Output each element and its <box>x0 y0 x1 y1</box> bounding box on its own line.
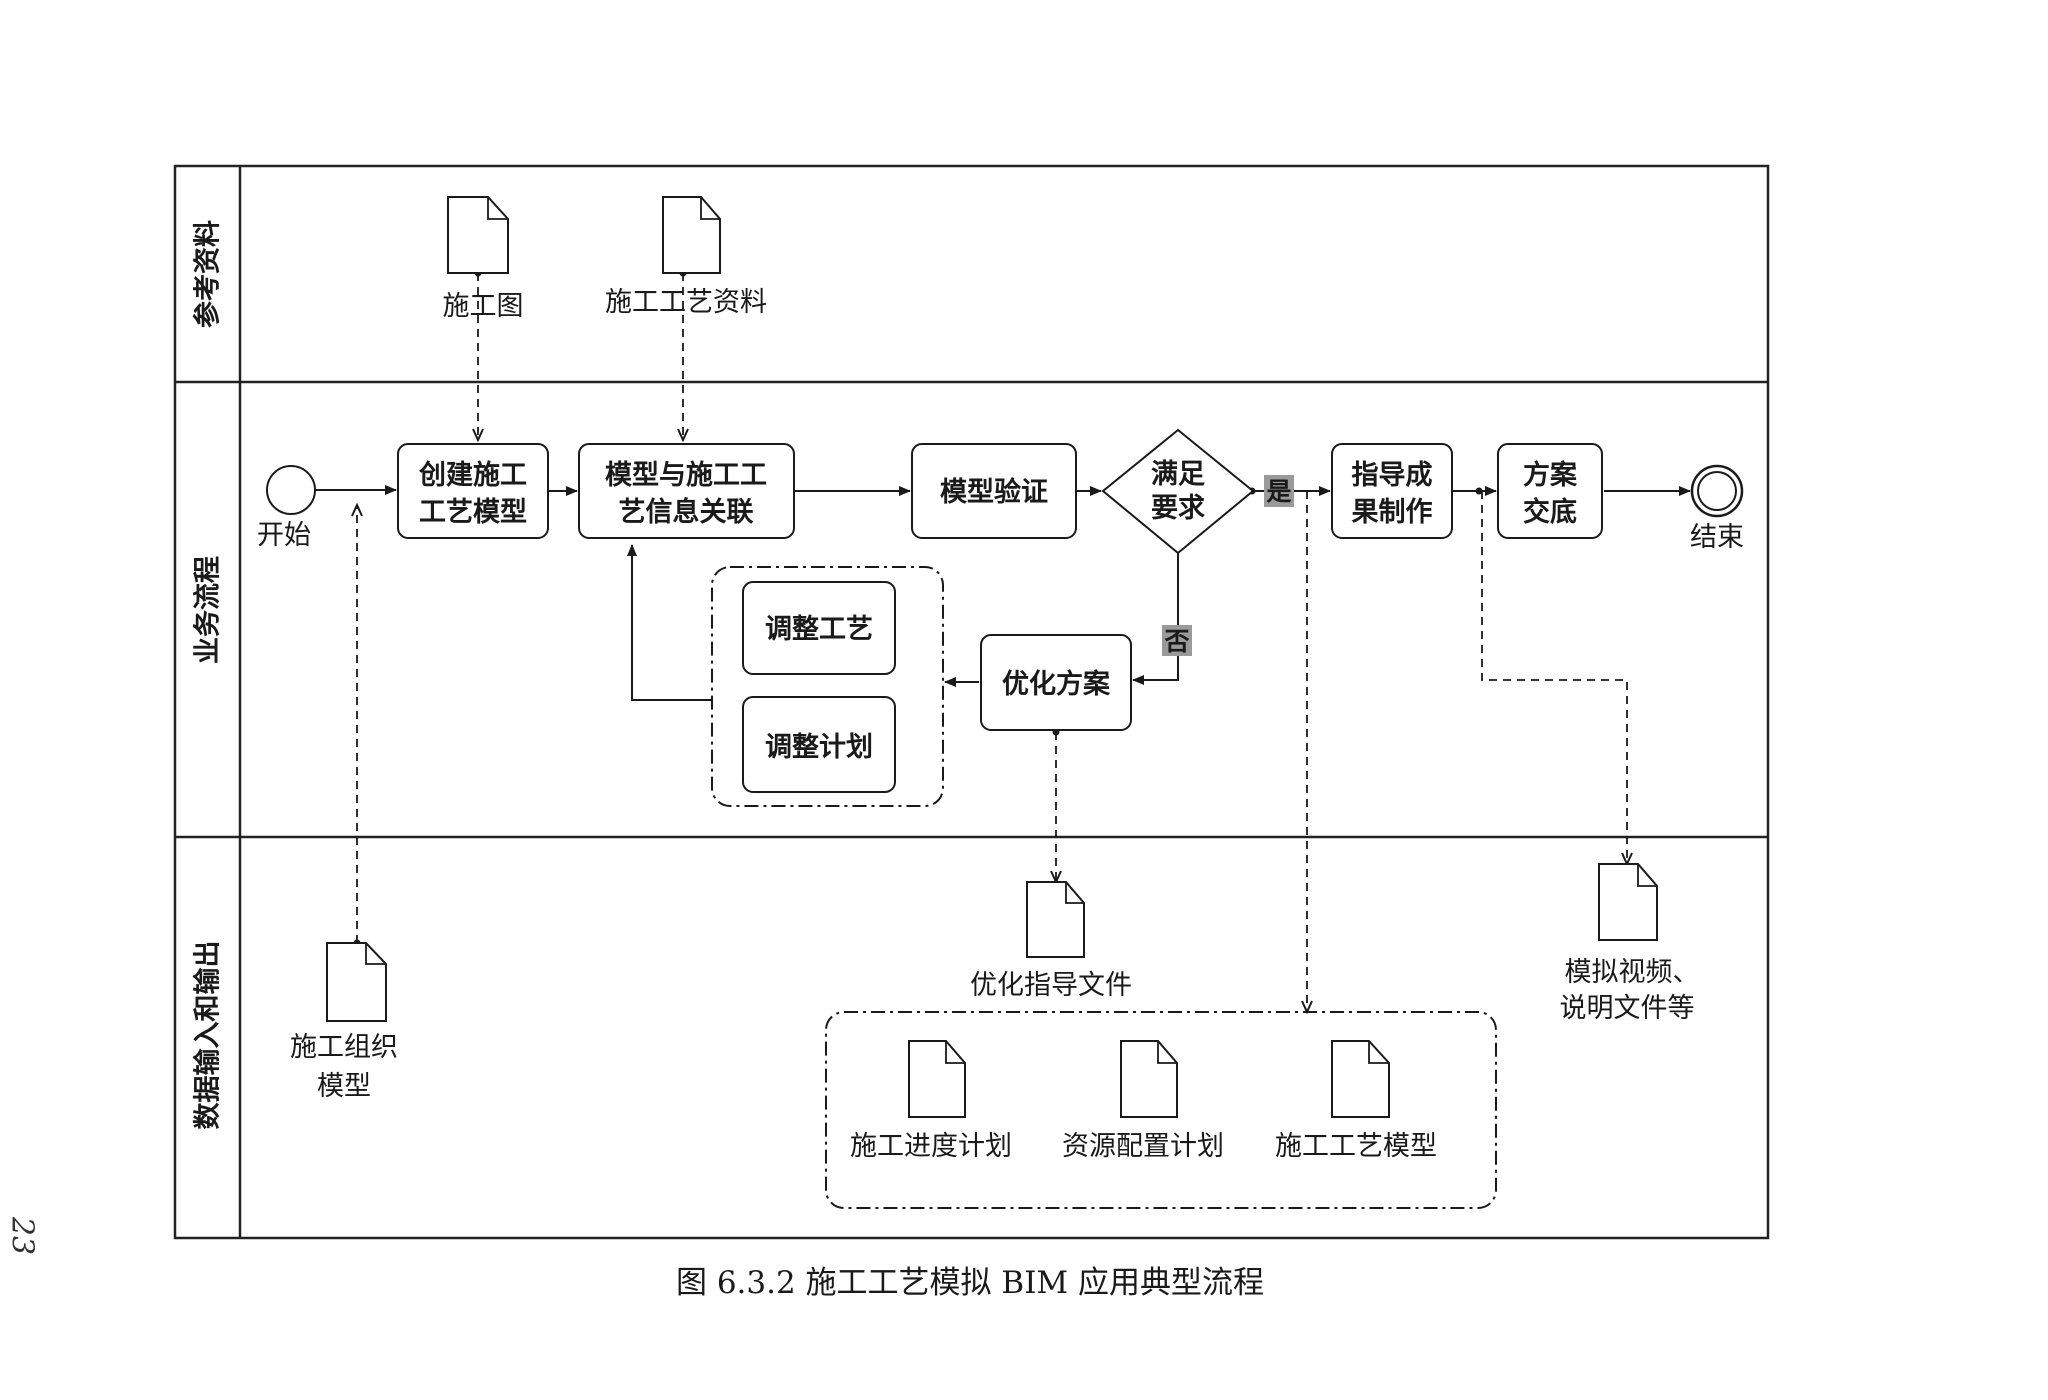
start-event <box>266 465 316 515</box>
figure-caption: 图 6.3.2 施工工艺模拟 BIM 应用典型流程 <box>676 1265 1264 1301</box>
document-resource-icon <box>1120 1040 1178 1118</box>
document-process-data-icon <box>662 196 721 274</box>
task-create-model-line2: 工艺模型 <box>419 497 527 528</box>
document-org-model-line1: 施工组织 <box>290 1032 398 1063</box>
gateway-requirement: 满足 要求 <box>1101 428 1255 555</box>
yes-flag: 是 <box>1264 475 1294 507</box>
end-event-label: 结束 <box>1690 522 1744 553</box>
task-adjust-plan: 调整计划 <box>742 696 896 793</box>
gateway-label-line2: 要求 <box>1151 493 1205 524</box>
task-verify-label: 模型验证 <box>940 476 1048 508</box>
task-briefing-line1: 方案 <box>1523 459 1578 491</box>
document-construction-drawing-label: 施工图 <box>443 291 524 322</box>
document-process-model-label: 施工工艺模型 <box>1275 1131 1437 1162</box>
document-org-model-icon <box>326 942 387 1022</box>
page-number: 23 <box>5 1216 40 1255</box>
task-verify: 模型验证 <box>911 443 1077 539</box>
document-video-line1: 模拟视频、 <box>1565 957 1700 988</box>
document-optimization-label: 优化指导文件 <box>970 970 1132 1001</box>
task-create-model-line1: 创建施工 <box>418 460 527 491</box>
document-resource-label: 资源配置计划 <box>1062 1131 1224 1162</box>
data-associations <box>357 273 1627 1012</box>
no-flag: 否 <box>1162 625 1192 656</box>
lane-data-io-label: 数据输入和输出 <box>192 941 224 1130</box>
lane-process-label: 业务流程 <box>193 556 224 664</box>
end-event <box>1690 464 1744 518</box>
task-briefing-line2: 交底 <box>1523 496 1577 528</box>
document-schedule-icon <box>908 1040 966 1118</box>
task-adjust-plan-label: 调整计划 <box>765 732 873 763</box>
gateway-label-line1: 满足 <box>1151 459 1205 490</box>
yes-flag-label: 是 <box>1266 477 1291 506</box>
pool-frame <box>173 164 1770 1240</box>
lane-reference-label: 参考资料 <box>192 220 224 328</box>
task-link-info-line2: 艺信息关联 <box>619 496 754 528</box>
document-video-icon <box>1598 863 1658 941</box>
task-adjust-process-label: 调整工艺 <box>765 614 873 645</box>
association-dots <box>353 269 1483 947</box>
task-adjust-process: 调整工艺 <box>742 581 896 675</box>
task-optimize-label: 优化方案 <box>1002 668 1111 700</box>
task-guidance: 指导成 果制作 <box>1331 443 1453 539</box>
document-schedule-label: 施工进度计划 <box>850 1131 1012 1162</box>
sequence-flows <box>315 485 1691 701</box>
document-process-model-icon <box>1331 1040 1390 1118</box>
no-flag-label: 否 <box>1163 627 1189 656</box>
task-link-info-line1: 模型与施工工 <box>605 460 767 491</box>
document-process-data-label: 施工工艺资料 <box>605 287 767 318</box>
task-create-model: 创建施工 工艺模型 <box>397 443 549 539</box>
task-briefing: 方案 交底 <box>1497 443 1603 539</box>
task-link-info: 模型与施工工 艺信息关联 <box>578 443 795 539</box>
task-optimize: 优化方案 <box>980 634 1132 731</box>
task-guidance-line2: 果制作 <box>1352 497 1433 528</box>
document-construction-drawing-icon <box>447 196 509 274</box>
document-optimization-icon <box>1026 881 1085 958</box>
adjust-subprocess: 调整工艺 调整计划 <box>711 566 944 807</box>
document-org-model-line2: 模型 <box>317 1071 371 1102</box>
document-video-line2: 说明文件等 <box>1560 993 1695 1024</box>
output-documents-group: 施工进度计划 资源配置计划 施工工艺模型 <box>825 1011 1497 1209</box>
start-event-label: 开始 <box>257 520 311 551</box>
task-guidance-line1: 指导成 <box>1352 460 1433 491</box>
